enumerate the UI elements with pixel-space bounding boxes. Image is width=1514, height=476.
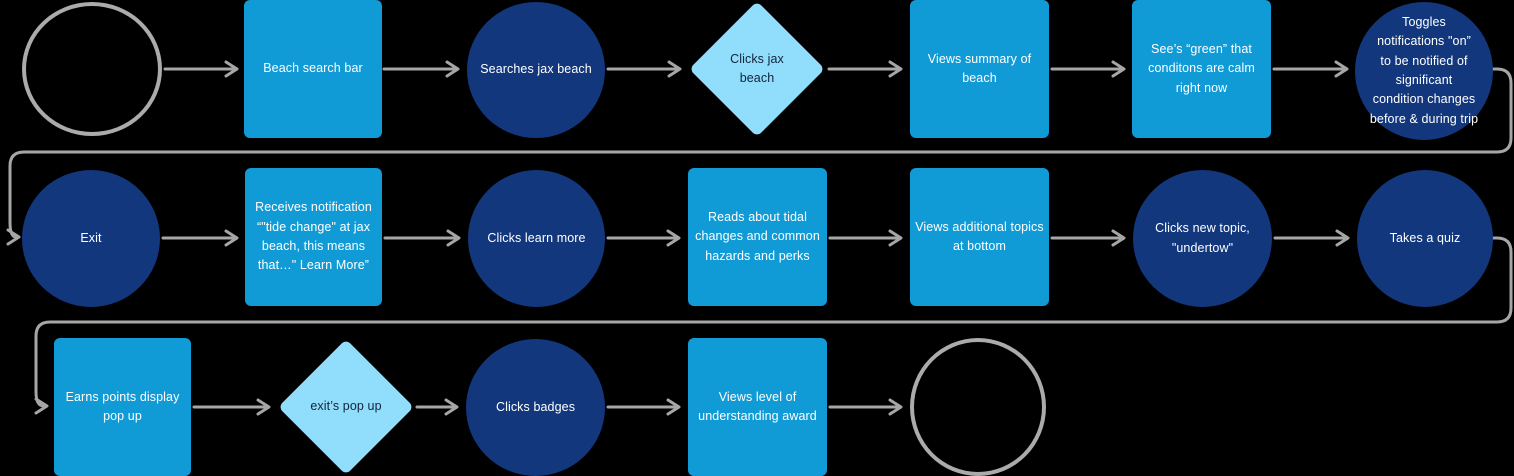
node-clicks-learn-more: Clicks learn more: [468, 170, 605, 307]
node-label: Exit: [80, 230, 102, 245]
node-label: Clicks new topic, "undertow": [1155, 221, 1250, 255]
node-receives-notification: Receives notification “"tide change" at …: [245, 168, 382, 306]
node-label: exit’s pop up: [310, 399, 382, 414]
wrap-connector-row1-row2: [6, 67, 1513, 246]
node-views-summary-of-beach: Views summary of beach: [910, 0, 1049, 138]
end-node: [910, 338, 1046, 476]
node-views-additional-topics: Views additional topics at bottom: [910, 168, 1049, 306]
node-label: Searches jax beach: [480, 62, 592, 77]
node-label: Toggles notifications "on” to be notifie…: [1369, 14, 1479, 126]
node-clicks-jax-beach: Clicks jax beach: [688, 0, 826, 138]
node-label: Views additional topics at bottom: [915, 219, 1044, 253]
node-label: Views level of understanding award: [698, 389, 817, 423]
node-toggles-notifications: Toggles notifications "on” to be notifie…: [1355, 2, 1493, 140]
node-clicks-new-topic-undertow: Clicks new topic, "undertow": [1133, 170, 1272, 307]
node-label: Clicks badges: [495, 399, 576, 414]
node-searches-jax-beach: Searches jax beach: [467, 2, 605, 138]
node-label: Receives notification “"tide change" at …: [255, 200, 372, 273]
node-earns-points-popup: Earns points display pop up: [54, 338, 191, 476]
node-label: Takes a quiz: [1389, 230, 1461, 245]
node-takes-a-quiz: Takes a quiz: [1357, 170, 1493, 307]
node-views-award: Views level of understanding award: [688, 338, 827, 476]
node-label: Views summary of beach: [927, 51, 1032, 85]
node-label: Clicks jax beach: [730, 51, 784, 85]
wrap-connector-row2-row3: [34, 236, 1513, 415]
node-label: See’s “green” that conditons are calm ri…: [1148, 41, 1255, 95]
node-beach-search-bar: Beach search bar: [244, 0, 382, 138]
node-label: Clicks learn more: [487, 230, 586, 245]
node-clicks-badges: Clicks badges: [466, 339, 605, 476]
node-label: Earns points display pop up: [65, 389, 180, 423]
node-exits-pop-up: exit’s pop up: [277, 338, 415, 476]
node-exit: Exit: [22, 170, 160, 307]
start-node: [22, 2, 162, 136]
node-label: Beach search bar: [263, 61, 363, 76]
node-reads-about-tidal-changes: Reads about tidal changes and common haz…: [688, 168, 827, 306]
node-label: Reads about tidal changes and common haz…: [695, 209, 820, 263]
node-sees-green-conditions: See’s “green” that conditons are calm ri…: [1132, 0, 1271, 138]
